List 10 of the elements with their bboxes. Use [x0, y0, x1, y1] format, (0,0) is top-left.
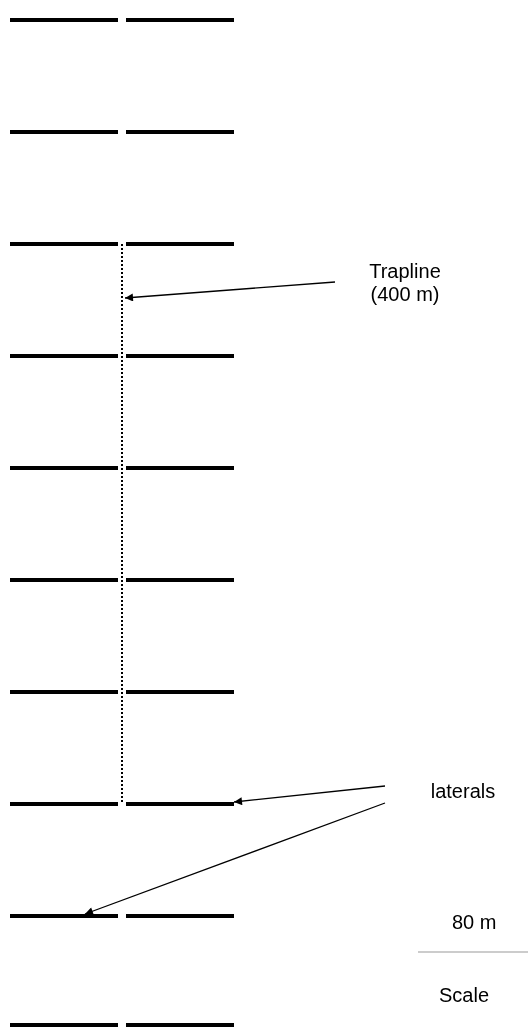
lateral-line — [10, 914, 118, 918]
callout-text: laterals — [415, 780, 511, 806]
scale-caption: Scale — [439, 984, 490, 1007]
trapline — [119, 244, 125, 804]
lateral-line — [126, 802, 234, 806]
leader-arrow — [124, 281, 336, 302]
callout-text: Trapline (400 m) — [350, 260, 460, 308]
scale-length: 80 m — [452, 911, 497, 934]
leader-arrow — [84, 802, 386, 915]
leader-arrow — [233, 785, 386, 806]
